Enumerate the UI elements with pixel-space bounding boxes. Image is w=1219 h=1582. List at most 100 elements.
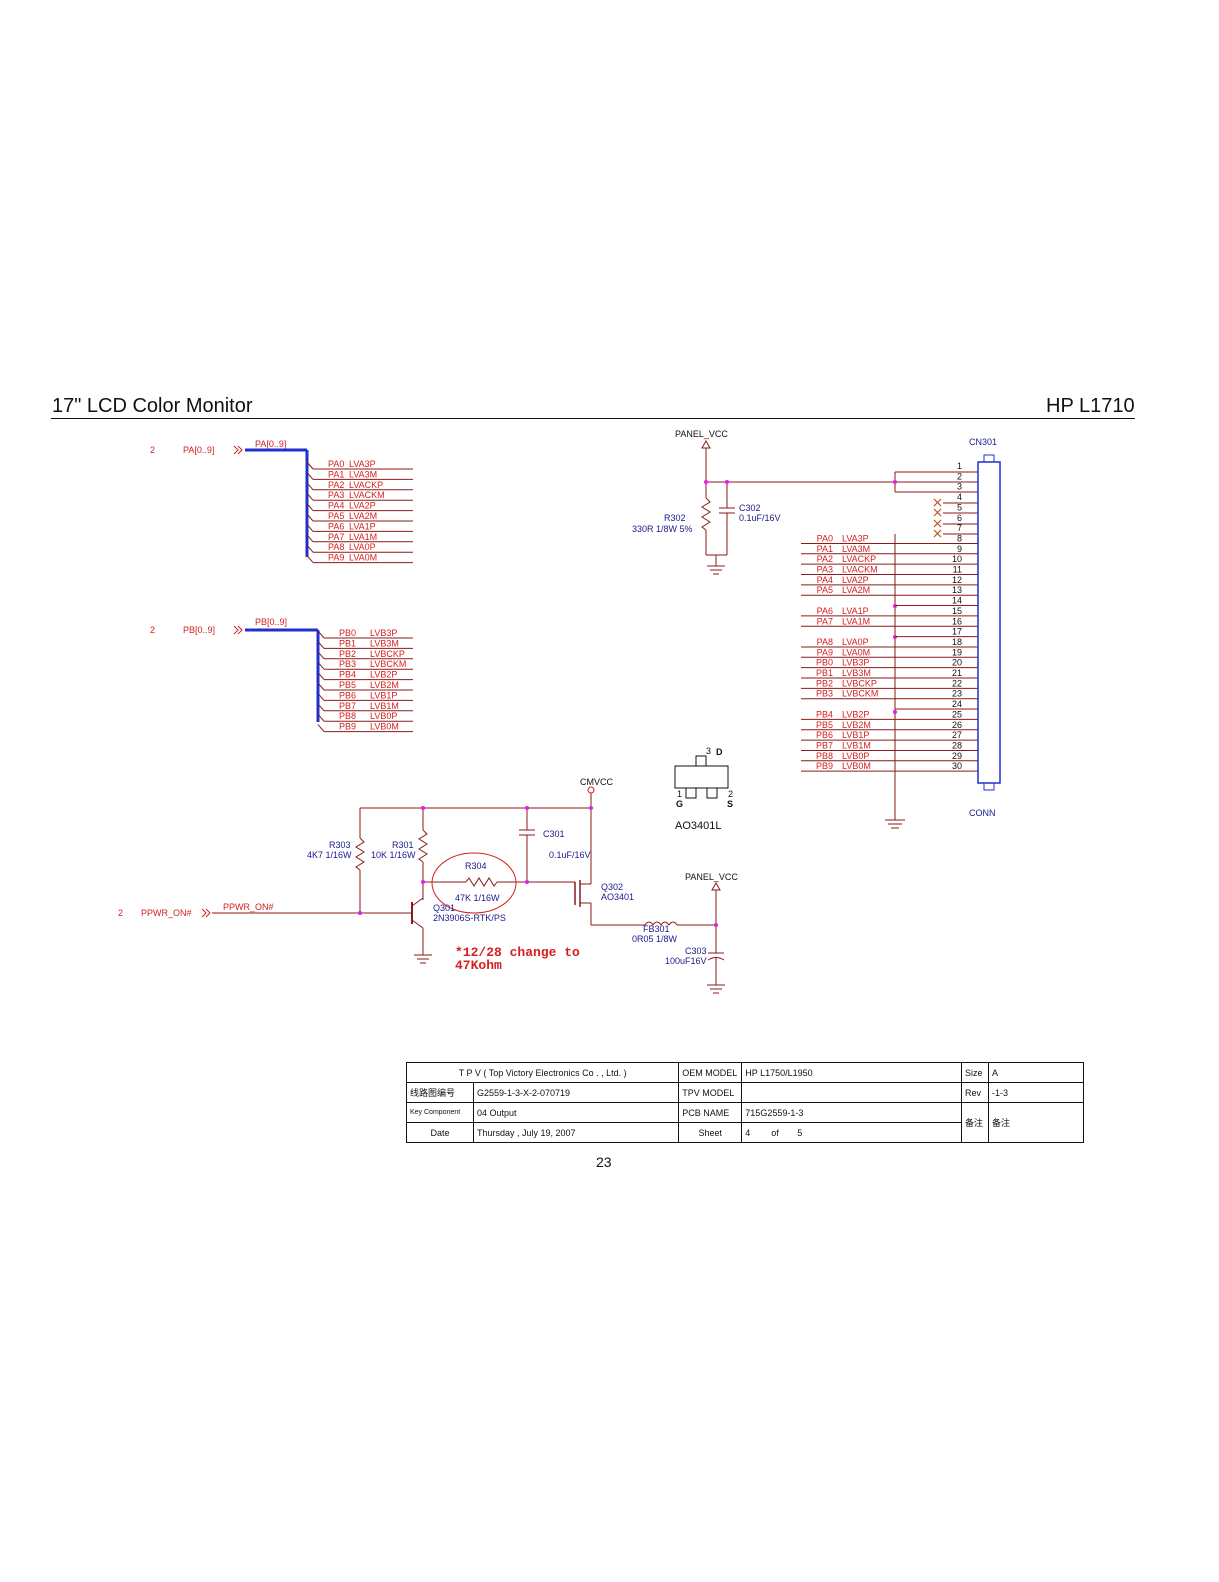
q301-ref: Q301 — [433, 903, 455, 913]
cn301-pin-label: PB1 — [816, 668, 833, 678]
q301-part: 2N3906S-RTK/PS — [433, 913, 506, 923]
package-ao3401l-body — [674, 765, 729, 789]
bus-a-pin-label: PA7 — [328, 532, 344, 542]
c301-ref: C301 — [543, 829, 565, 839]
cn301-pin-label: PB7 — [816, 740, 833, 750]
bus-a-entry — [306, 544, 314, 553]
bus-a-pin-label: PA3 — [328, 490, 344, 500]
cn301-pin-label: PA6 — [817, 606, 833, 616]
q302-part: AO3401 — [601, 892, 634, 902]
bus-a-net-label: LVA2M — [349, 511, 377, 521]
cn301-pin-number: 3 — [957, 482, 962, 492]
cn301-pin-label: PA5 — [817, 585, 833, 595]
cn301-pin-label: PB5 — [816, 720, 833, 730]
tb-size-label: Size — [961, 1062, 989, 1083]
tb-remark-label: 备注 — [961, 1102, 989, 1143]
resistor-r301-symbol — [418, 829, 428, 863]
junction-dot — [893, 710, 897, 714]
tb-tpv-model-label: TPV MODEL — [678, 1082, 743, 1103]
bus-b-pin-label: PB8 — [339, 711, 356, 721]
bus-b-entry — [317, 724, 325, 732]
junction-dot — [358, 911, 362, 915]
cn301-pin-label: PA0 — [817, 533, 833, 543]
cn301-pin-label: PB0 — [816, 658, 833, 668]
junction-dot — [714, 923, 718, 927]
tb-sheet-label: Sheet — [678, 1122, 743, 1143]
junction-dot — [525, 806, 529, 810]
cn301-pin-number: 5 — [957, 502, 962, 512]
header-rule — [51, 418, 1135, 419]
cn301-pin-label: PB6 — [816, 730, 833, 740]
connector-cn301-top-tab — [983, 454, 995, 463]
bus-b-pin-label: PB2 — [339, 649, 356, 659]
connector-cn301-bottom-tab — [983, 782, 995, 791]
bus-b-net-label: LVBCKM — [370, 659, 406, 669]
cn301-pin-number: 21 — [952, 668, 962, 678]
port-arrows — [201, 445, 243, 918]
tb-key-component-label: Key Component — [406, 1102, 474, 1123]
bus-a-pin-label: PA6 — [328, 521, 344, 531]
cn301-net-label: LVB2M — [842, 720, 871, 730]
cn301-pin-label: PA9 — [817, 647, 833, 657]
ppwr-sheet-ref: 2 — [118, 908, 123, 918]
cn301-pin-number: 24 — [952, 699, 962, 709]
bus-b-pin-label: PB3 — [339, 659, 356, 669]
cn301-pin-number: 30 — [952, 761, 962, 771]
bus-b-net-label: LVB1P — [370, 690, 397, 700]
tb-sheet: 4 — [741, 1122, 769, 1143]
bus-a-net-label: LVA1M — [349, 532, 377, 542]
bus-a-entry — [306, 524, 314, 532]
cn301-pin-number: 8 — [957, 533, 962, 543]
cn301-net-label: LVBCKP — [842, 678, 877, 688]
bus-b-pin-label: PB6 — [339, 690, 356, 700]
cn301-pin-number: 11 — [953, 565, 962, 575]
tb-drawing-no: G2559-1-3-X-2-070719 — [472, 1082, 680, 1103]
transistor-q301-collector — [411, 897, 424, 907]
junction-dot — [421, 806, 425, 810]
tb-rev-label: Rev — [961, 1082, 989, 1103]
bus-a-entry — [306, 492, 314, 501]
cn301-net-label: LVB1M — [842, 740, 871, 750]
tb-date-label: Date — [406, 1122, 474, 1143]
cn301-pin-label: PB8 — [816, 751, 833, 761]
cn301-pin-number: 20 — [952, 658, 962, 668]
cn301-net-label: LVB3M — [842, 668, 871, 678]
cn301-pin-number: 1 — [957, 461, 962, 471]
bus-b-entry — [317, 672, 325, 680]
cn301-net-label: LVA0M — [842, 647, 870, 657]
schematic-static — [212, 439, 1001, 994]
cn301-net-label: LVA2P — [842, 575, 869, 585]
q302-ref: Q302 — [601, 882, 623, 892]
capacitor-c303-plate-bottom — [707, 957, 725, 961]
cn301-pin-number: 2 — [957, 471, 962, 481]
bus-a-pin-label: PA5 — [328, 511, 344, 521]
bus-a-net-label: LVA3M — [349, 469, 377, 479]
cn301-pin-label: PA8 — [817, 637, 833, 647]
port-arrow-ppwr-icon — [201, 908, 211, 918]
bus-b-sheet-ref: 2 — [150, 625, 155, 635]
cn301-pin-number: 15 — [952, 606, 962, 616]
bus-b-net-label: LVB0M — [370, 722, 399, 732]
bus-a-entry — [306, 482, 314, 491]
c301-value: 0.1uF/16V — [549, 850, 591, 860]
bus-b-pin-label: PB1 — [339, 638, 356, 648]
bus-b-pin-label: PB9 — [339, 722, 356, 732]
cn301-pin-number: 26 — [952, 720, 962, 730]
cn301-pin-number: 10 — [952, 554, 962, 564]
c303-ref: C303 — [685, 946, 707, 956]
cn301-pin-label: PA3 — [817, 565, 833, 575]
cn301-pin-number: 25 — [952, 709, 962, 719]
r303-ref: R303 — [329, 840, 351, 850]
port-arrow-pa-icon — [233, 445, 243, 455]
tb-of-label: of — [768, 1122, 795, 1143]
transistor-q301-emitter — [411, 919, 424, 929]
schematic-labels: 2 PA[0..9] PA[0..9] 2 PB[0..9] PB[0..9] … — [118, 429, 997, 966]
fb301-ref: FB301 — [643, 924, 670, 934]
c302-value: 0.1uF/16V — [739, 513, 781, 523]
no-connect-x-icon — [933, 508, 942, 517]
r301-value: 10K 1/16W — [371, 850, 416, 860]
package-pin3 — [695, 755, 707, 767]
bus-a-port: PA[0..9] — [183, 445, 214, 455]
